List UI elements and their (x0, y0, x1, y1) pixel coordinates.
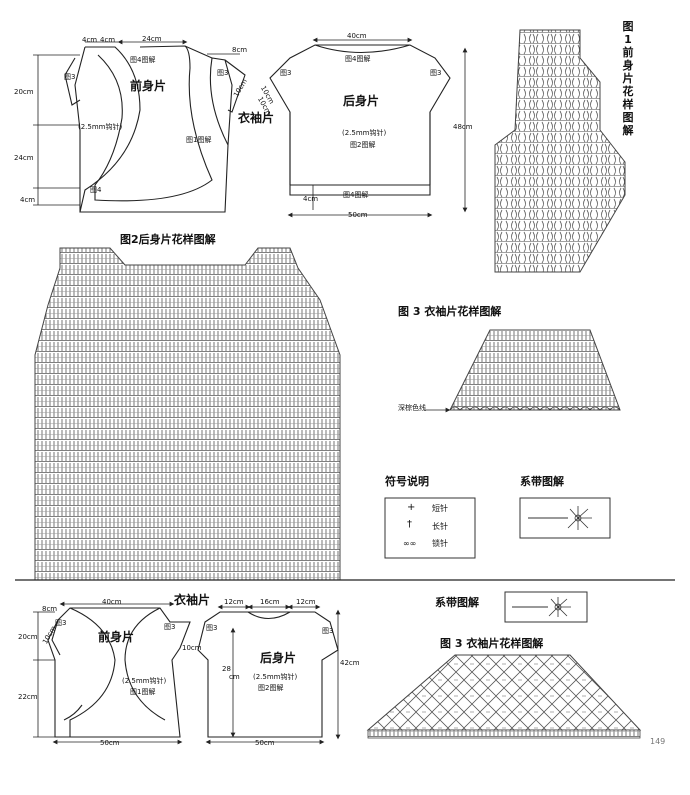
legend-title: 符号说明 (385, 475, 429, 488)
bback-h-out-dim: 42cm (340, 659, 360, 667)
legend-symbol-dc: † (407, 519, 412, 530)
front-h3-dim: 4cm (20, 196, 36, 204)
front-fig4-b: 图4 (90, 186, 102, 194)
back-fig2-label: 图2图解 (350, 141, 376, 149)
back-fig4-label: 图4图解 (345, 55, 371, 63)
bback-fig3-left: 图3 (206, 624, 218, 632)
bback-h-in-dim: 28 (222, 665, 231, 673)
back-band-dim: 4cm (303, 195, 319, 203)
bfront-fig3-right: 图3 (164, 623, 176, 631)
back-fig4-b-label: 图4图解 (343, 191, 369, 199)
bottom-back-schematic (197, 611, 339, 738)
bottom-tie-flower-icon (548, 597, 571, 617)
back-hook-label: (2.5mm钩针) (342, 129, 387, 137)
front-title: 前身片 (130, 79, 167, 93)
page-number: 149 (650, 737, 666, 746)
back-title: 后身片 (343, 94, 380, 108)
bback-fig3-right: 图3 (322, 627, 334, 635)
bfront-shoulder-dim: 8cm (42, 605, 58, 613)
fig3-top-title: 图 3 衣袖片花样图解 (398, 305, 502, 318)
front-shoulder-dim: 8cm (232, 46, 248, 54)
bottom-sleeve-title: 衣袖片 (174, 593, 211, 607)
front-fig3-left: 图3 (64, 73, 76, 81)
bottom-fig3-title: 图 3 衣袖片花样图解 (440, 637, 544, 650)
fig3-top-stitch-chart (449, 329, 621, 411)
bfront-width-bottom-dim: 50cm (100, 739, 120, 747)
bfront-width-dim: 40cm (102, 598, 122, 606)
fig2-title: 图2后身片花样图解 (120, 233, 216, 246)
bfront-title: 前身片 (98, 630, 135, 644)
front-width-dim: 24cm (142, 35, 162, 43)
top-front-grid (80, 56, 86, 206)
front-neck-dim-2: 4cm (100, 36, 116, 44)
bback-s1-dim: 12cm (224, 598, 244, 606)
front-neck-dim: 4cm (82, 36, 98, 44)
top-front-schematic (64, 45, 246, 213)
back-fig3-left: 图3 (280, 69, 292, 77)
edge-color-label: 深棕色线 (398, 404, 426, 412)
bfront-slope-right-dim: 10cm (182, 644, 202, 652)
legend-box (384, 497, 476, 559)
bback-s2-dim: 16cm (260, 598, 280, 606)
back-height-dim: 48cm (453, 123, 473, 131)
bback-s3-dim: 12cm (296, 598, 316, 606)
front-fig3-right: 图3 (217, 69, 229, 77)
front-hook-label: (2.5mm钩针) (78, 123, 123, 131)
top-back-schematic (269, 44, 451, 196)
front-fig1-label: 图1图解 (186, 136, 212, 144)
legend-label-ch: 锁针 (432, 539, 448, 548)
bback-h-in-unit: cm (229, 673, 240, 681)
bottom-tie-title: 系带图解 (435, 596, 479, 609)
bfront-fig1-label: 图1图解 (130, 688, 156, 696)
top-sleeve-title: 衣袖片 (238, 111, 275, 125)
front-fig4-label: 图4图解 (130, 56, 156, 64)
fig1-title: 图1前身片花样图解 (622, 20, 634, 137)
bottom-front-schematic (47, 607, 191, 738)
bback-title: 后身片 (260, 651, 297, 665)
fig3-bottom-stitch-chart (366, 654, 642, 731)
back-fig3-right: 图3 (430, 69, 442, 77)
tie-flower-icon (567, 506, 592, 530)
legend-label-dc: 长针 (432, 522, 448, 531)
legend-symbol-sc: + (407, 502, 416, 513)
back-width-top-dim: 40cm (347, 32, 367, 40)
fig2-stitch-chart (34, 247, 341, 581)
bfront-h1-dim: 20cm (18, 633, 38, 641)
tie-title: 系带图解 (520, 475, 564, 488)
bback-fig2-label: 图2图解 (258, 684, 284, 692)
bfront-fig3-left: 图3 (55, 619, 67, 627)
bfront-hook-label: (2.5mm钩针) (122, 677, 167, 685)
legend-symbol-ch: ∞∞ (403, 539, 417, 548)
bback-hook-label: (2.5mm钩针) (253, 673, 298, 681)
back-width-bottom-dim: 50cm (348, 211, 368, 219)
front-h2-dim: 24cm (14, 154, 34, 162)
bfront-h2-dim: 22cm (18, 693, 38, 701)
legend-label-sc: 短针 (432, 504, 448, 513)
fig1-stitch-chart (494, 29, 626, 273)
bback-width-bottom-dim: 50cm (255, 739, 275, 747)
front-h1-dim: 20cm (14, 88, 34, 96)
